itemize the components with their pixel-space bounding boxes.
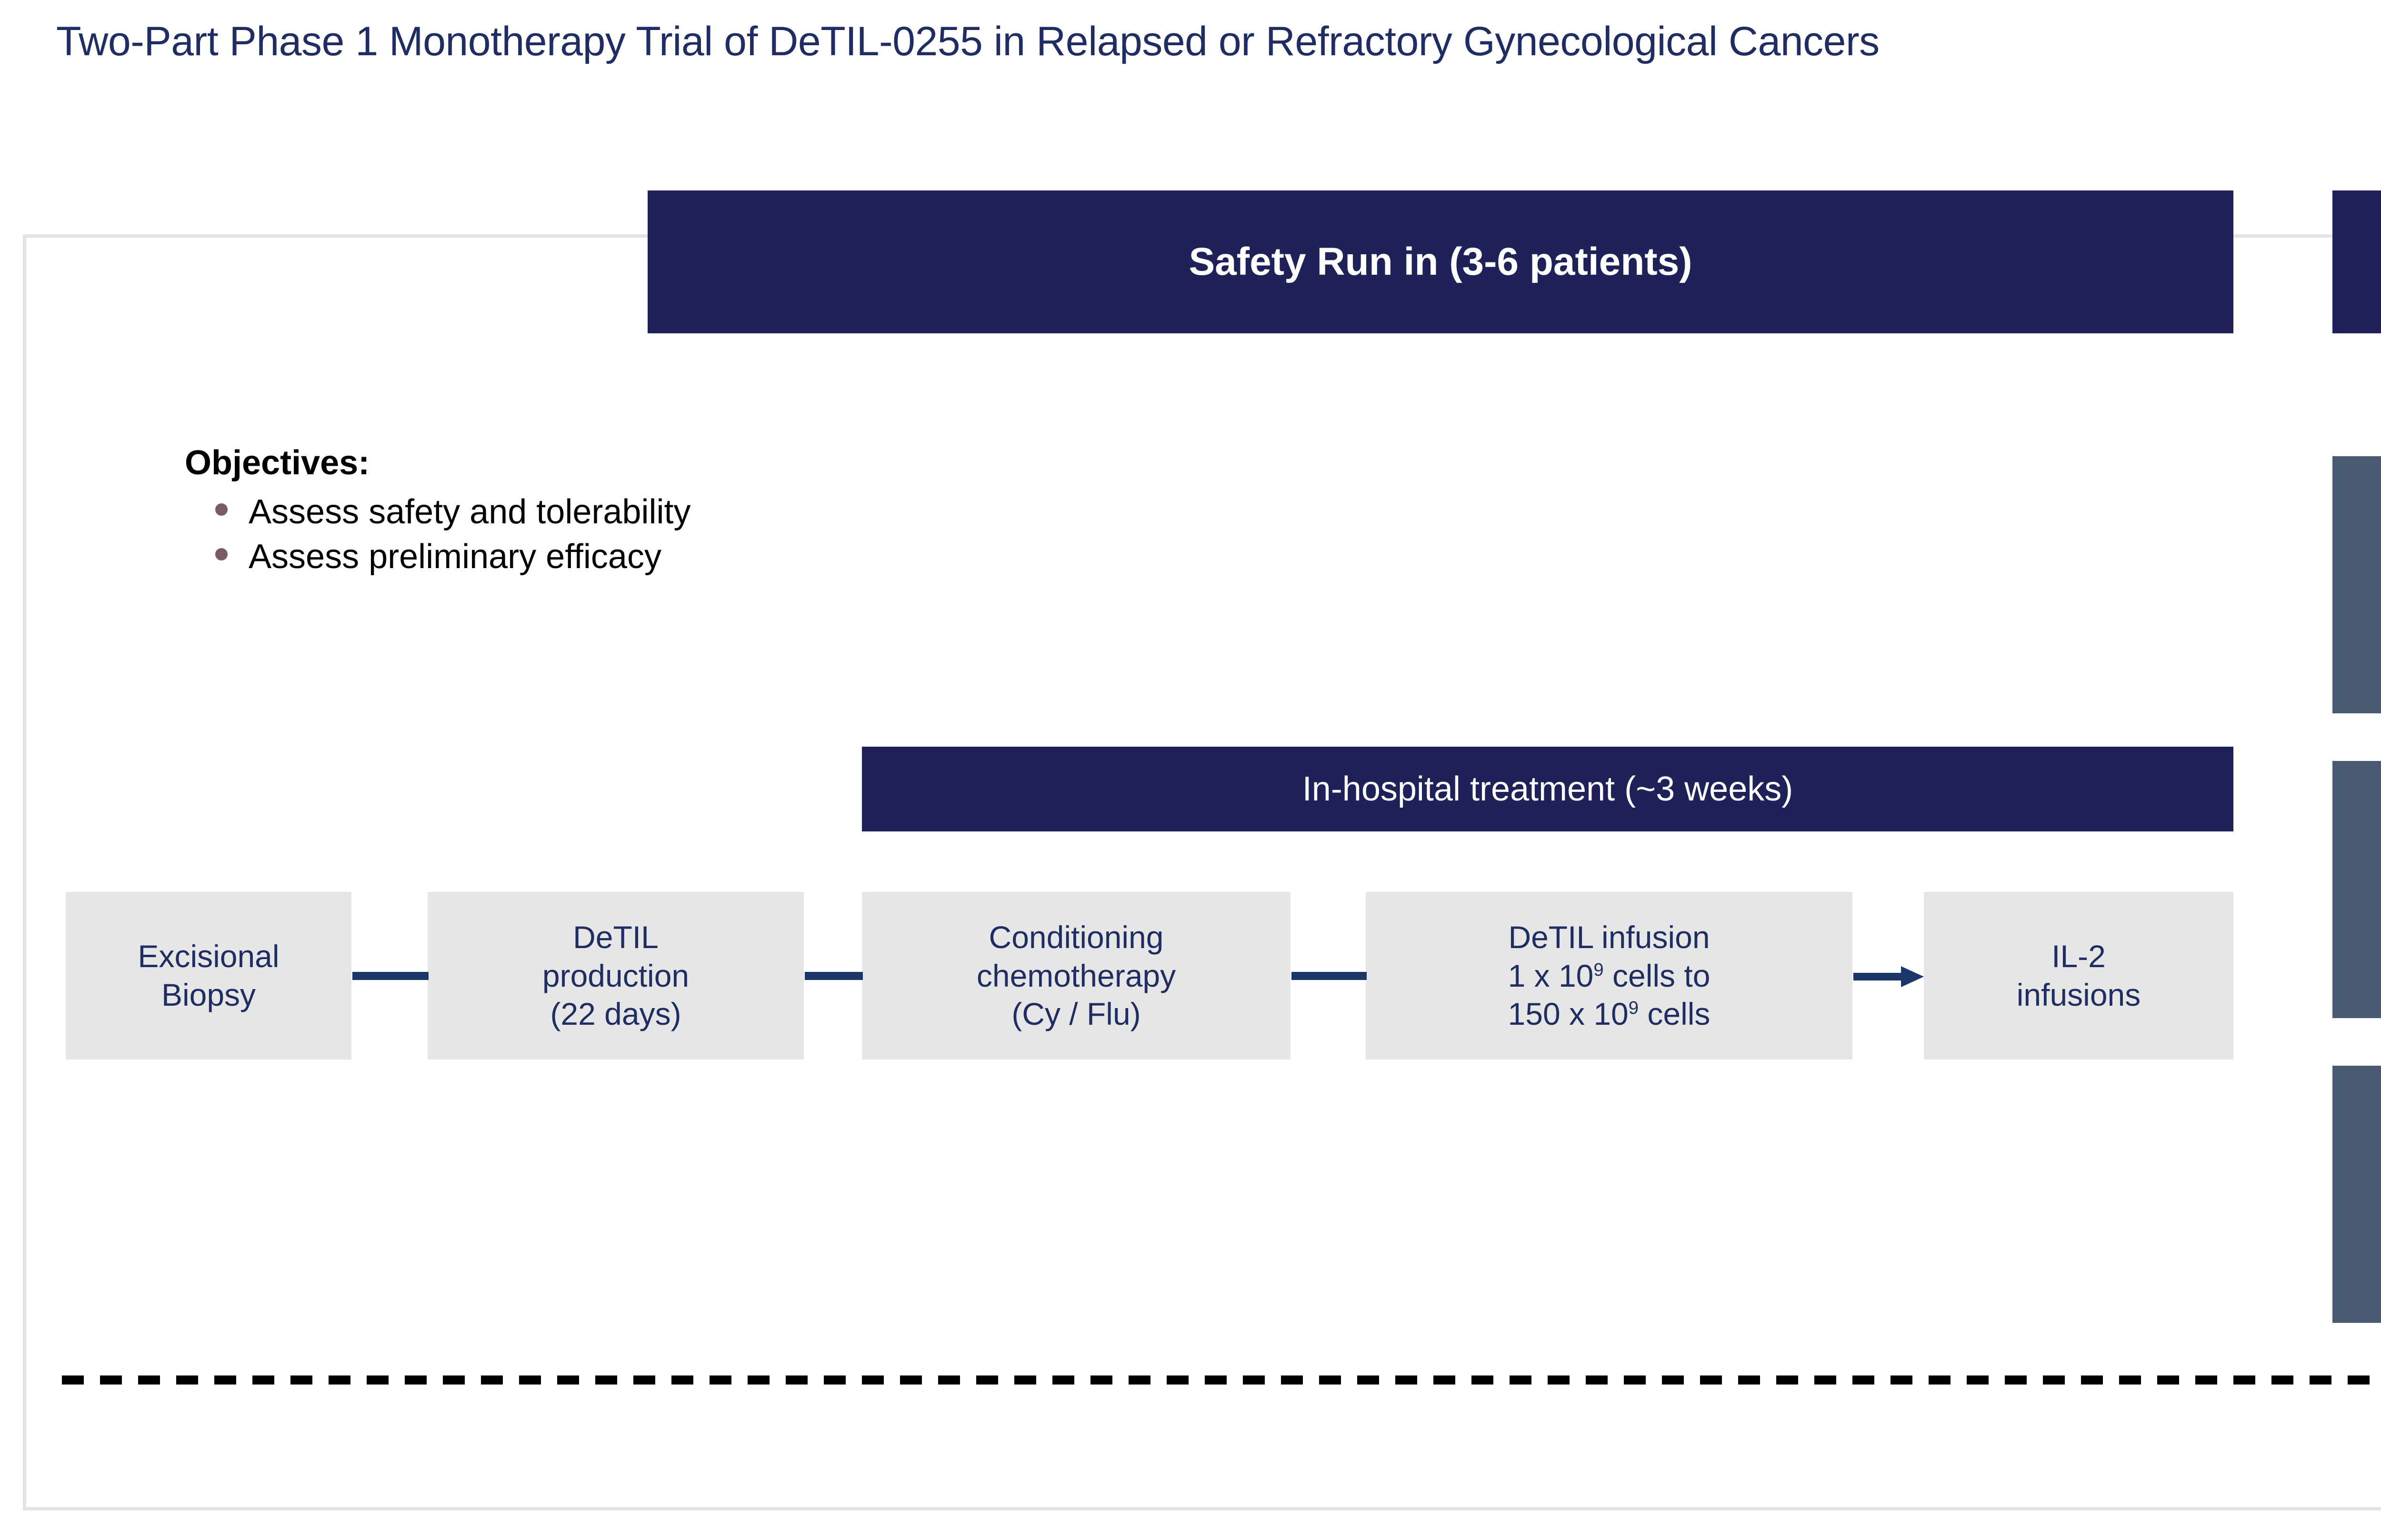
diagram-frame [23,234,2381,1510]
banner-in-hospital-treatment: In-hospital treatment (~3 weeks) [862,747,2233,831]
dose-low-exponent: 9 [1593,959,1604,980]
dose-low-prefix: 1 x 10 [1508,958,1594,993]
dose-high-exponent: 9 [1628,998,1639,1019]
connector-line-1 [352,972,429,980]
process-step-line2: Biopsy [161,977,256,1012]
cohort-box-endometrial-cancer: Advanced or Recurrent Endometrial Cancer… [2332,1066,2381,1323]
process-step-il2-infusions: IL-2 infusions [1924,892,2233,1060]
objectives-heading: Objectives: [185,444,370,482]
list-item: Assess safety and tolerability [215,490,690,535]
objective-label: Assess safety and tolerability [249,492,691,531]
process-step-line1: Excisional [138,939,280,974]
banner-safety-run-in: Safety Run in (3-6 patients) [648,190,2233,333]
process-step-conditioning-chemotherapy: Conditioning chemotherapy (Cy / Flu) [862,892,1291,1060]
connector-line-2 [805,972,863,980]
connector-line-3 [1291,972,1367,980]
process-step-excisional-biopsy: Excisional Biopsy [66,892,351,1060]
page-title: Two-Part Phase 1 Monotherapy Trial of De… [56,19,1880,64]
cohort-box-cervical-cancer: Recurrent, Metastatic or Persistent Cerv… [2332,456,2381,713]
process-step-line2: 1 x 109 cells to [1508,957,1711,995]
process-step-line1: DeTIL infusion [1508,920,1710,955]
list-item: Assess preliminary efficacy [215,535,690,580]
process-step-line3: (Cy / Flu) [1011,996,1141,1032]
objective-label: Assess preliminary efficacy [249,537,661,576]
process-step-line1: IL-2 [2051,939,2106,974]
bullet-icon [215,503,228,516]
banner-potential-cohort-expansion: Potential Cohort Expansion [2332,190,2381,333]
dose-high-prefix: 150 x 10 [1508,996,1629,1032]
process-step-line2: production [542,958,690,993]
dose-high-suffix: cells [1639,996,1711,1032]
right-arrow-icon [1853,966,1924,987]
process-step-line3: 150 x 109 cells [1508,995,1711,1033]
dashed-right-arrow-icon [62,1375,2381,1385]
dose-low-suffix: cells to [1603,958,1711,993]
bullet-icon [215,548,228,560]
process-step-line2: chemotherapy [976,958,1176,993]
process-step-detil-infusion: DeTIL infusion 1 x 109 cells to 150 x 10… [1366,892,1852,1060]
cohort-box-ovarian-cancer: Platinum Resistant Epithelial Ovarian Ca… [2332,761,2381,1018]
process-step-detil-production: DeTIL production (22 days) [428,892,804,1060]
process-step-line3: (22 days) [550,996,681,1032]
process-step-line1: DeTIL [573,920,659,955]
process-step-line2: infusions [2016,977,2141,1012]
process-step-line1: Conditioning [989,920,1164,955]
objectives-block: Objectives: Assess safety and tolerabili… [185,443,690,579]
